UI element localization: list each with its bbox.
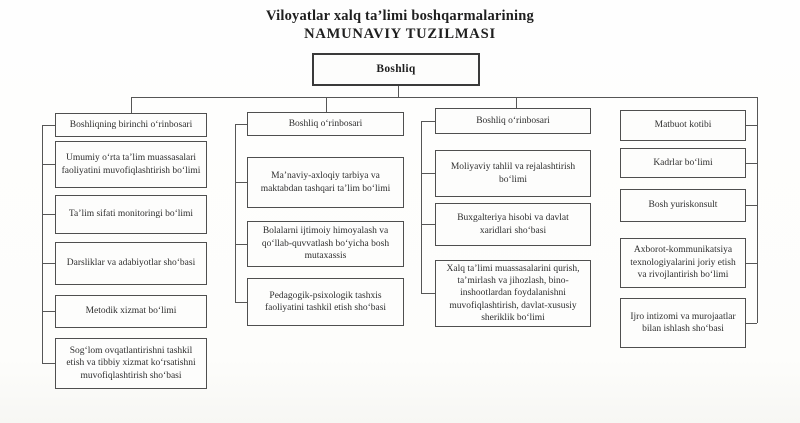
connector-col3-spine	[421, 121, 422, 293]
connector-col1-stub-2	[42, 214, 55, 215]
connector-col2-stub-2	[235, 244, 247, 245]
connector-col1-stub-1	[42, 164, 55, 165]
org-box-col2-item1: Ma’naviy-axloqiy tarbiya va maktabdan ta…	[247, 157, 404, 208]
connector-col3-stub-header	[421, 121, 435, 122]
org-box-col2-item3: Pedagogik-psixologik tashxis faoliyatini…	[247, 278, 404, 326]
connector-col1-stub-header	[42, 125, 55, 126]
connector-col3-stub-2	[421, 224, 435, 225]
page-title: Viloyatlar xalq ta’limi boshqarmalarinin…	[0, 8, 800, 43]
org-box-col1-item3: Darsliklar va adabiyotlar sho‘basi	[55, 242, 207, 285]
connector-col1-stub-4	[42, 311, 55, 312]
connector-main-horizontal	[131, 97, 757, 98]
connector-col2-spine	[235, 124, 236, 302]
org-box-col4-item1: Matbuot kotibi	[620, 110, 746, 141]
connector-col4-spine	[757, 97, 758, 323]
org-box-col3-header: Boshliq o‘rinbosari	[435, 108, 591, 134]
connector-col4-stub-2	[746, 163, 757, 164]
org-box-col3-item2: Buxgalteriya hisobi va davlat xaridlari …	[435, 203, 591, 246]
org-box-root: Boshliq	[312, 53, 480, 86]
org-box-col3-item3: Xalq ta’limi muassasalarini qurish, ta’m…	[435, 260, 591, 327]
page-title-line1: Viloyatlar xalq ta’limi boshqarmalarinin…	[265, 8, 534, 24]
connector-col4-stub-4	[746, 263, 757, 264]
org-box-col4-item3: Bosh yuriskonsult	[620, 189, 746, 222]
connector-col2-stub-header	[235, 124, 247, 125]
connector-col2-stub-3	[235, 302, 247, 303]
connector-col2-stub-1	[235, 182, 247, 183]
org-box-col1-item4: Metodik xizmat bo‘limi	[55, 295, 207, 328]
connector-col1-drop	[131, 97, 132, 113]
connector-col1-spine	[42, 125, 43, 364]
org-box-col1-item1: Umumiy o‘rta ta’lim muassasalari faoliya…	[55, 141, 207, 188]
org-box-col4-item5: Ijro intizomi va murojaatlar bilan ishla…	[620, 298, 746, 348]
connector-col3-drop	[516, 97, 517, 108]
org-box-col3-item1: Moliyaviy tahlil va rejalashtirish bo‘li…	[435, 150, 591, 197]
org-box-col1-header: Boshliqning birinchi o‘rinbosari	[55, 113, 207, 137]
connector-col1-stub-5	[42, 363, 55, 364]
connector-col3-stub-3	[421, 293, 435, 294]
org-box-col4-item4: Axborot-kommunikatsiya texnologiyalarini…	[620, 238, 746, 288]
connector-col1-stub-3	[42, 263, 55, 264]
connector-col3-stub-1	[421, 173, 435, 174]
connector-col4-stub-5	[746, 323, 757, 324]
page-title-line2: NAMUNAVIY TUZILMASI	[304, 26, 496, 42]
org-box-col2-header: Boshliq o‘rinbosari	[247, 112, 404, 136]
connector-col4-stub-3	[746, 205, 757, 206]
connector-col2-drop	[326, 97, 327, 112]
org-box-col1-item5: Sog‘lom ovqatlantirishni tashkil etish v…	[55, 338, 207, 389]
org-box-col2-item2: Bolalarni ijtimoiy himoyalash va qo‘llab…	[247, 221, 404, 267]
connector-root-drop	[398, 86, 399, 97]
connector-col4-stub-1	[746, 125, 757, 126]
org-box-col4-item2: Kadrlar bo‘limi	[620, 148, 746, 178]
org-box-col1-item2: Ta’lim sifati monitoringi bo‘limi	[55, 195, 207, 234]
